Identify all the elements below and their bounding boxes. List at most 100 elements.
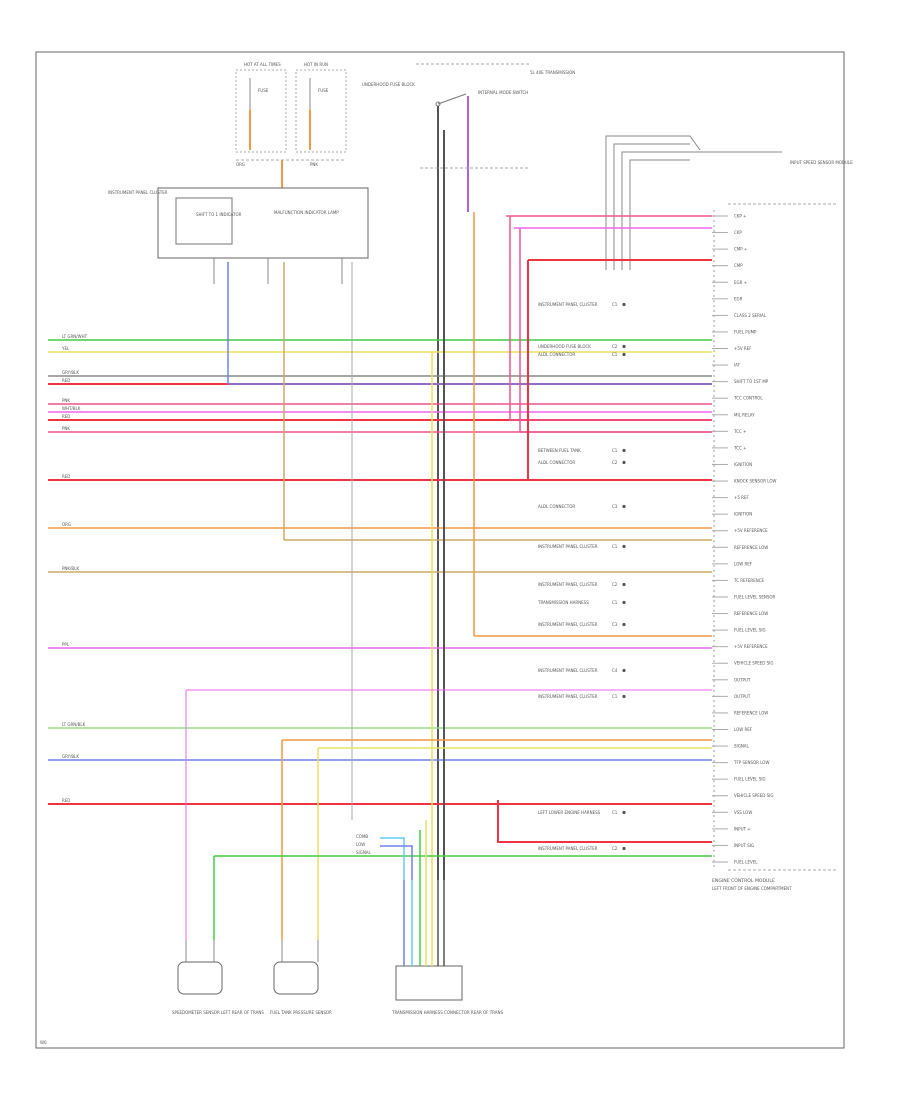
splice-pin: C2: [612, 344, 618, 349]
ecm-pin-label: OUTPUT: [734, 677, 751, 682]
connector-label-2: SIGNAL: [356, 850, 372, 855]
ecm-pin-label: FUEL LEVEL SENSOR: [734, 594, 776, 599]
splice-label: INSTRUMENT PANEL CLUSTER: [538, 544, 598, 549]
splice-dot: [622, 622, 626, 627]
figure-code: W0: [40, 1040, 47, 1045]
left-wire-label: PNK/BLK: [62, 566, 79, 571]
ecm-title: ENGINE CONTROL MODULE: [712, 878, 775, 884]
ecm-pin-label: EGR: [734, 296, 743, 301]
ecm-subtitle: LEFT FRONT OF ENGINE COMPARTMENT: [712, 886, 792, 891]
sensor-module-label: INPUT SPEED SENSOR MODULE: [790, 160, 853, 165]
ecm-pin-label: MIL RELAY: [734, 412, 755, 417]
splice-label: BETWEEN FUEL TANK: [538, 448, 581, 453]
splice-dot: [622, 600, 626, 605]
left-wire-label: PPL: [62, 642, 70, 647]
ecm-pin-label: VSS LOW: [734, 810, 752, 815]
left-wire-label: WHT/BLK: [62, 406, 81, 411]
splice-label: ALDL CONNECTOR: [538, 504, 575, 509]
ecm-pin-label: INPUT +: [734, 826, 751, 831]
splice-label: INSTRUMENT PANEL CLUSTER: [538, 668, 598, 673]
ecm-pin-label: KNOCK SENSOR LOW: [734, 479, 776, 484]
splice-label: UNDERHOOD FUSE BLOCK: [538, 344, 591, 349]
splice-label: LEFT LOWER ENGINE HARNESS: [538, 810, 601, 815]
ecm-pin-label: TC REFERENCE: [733, 578, 765, 583]
fuse-a-wire: ORG: [236, 162, 245, 167]
ecm-pin-label: FUEL PUMP: [734, 329, 757, 334]
ipc-indicator: SHIFT TO 1 INDICATOR: [196, 212, 242, 217]
splice-pin: C1: [612, 600, 618, 605]
splice-dot: [622, 504, 626, 509]
splice-dot: [622, 344, 626, 349]
splice-label: INSTRUMENT PANEL CLUSTER: [538, 302, 598, 307]
ecm-pin-label: LOW REF: [734, 727, 753, 732]
splice-label: INSTRUMENT PANEL CLUSTER: [538, 582, 598, 587]
transmission-switch: 5L 40E TRANSMISSION INTERNAL MODE SWITCH: [416, 63, 575, 880]
left-wire-label: PNK: [62, 398, 70, 403]
ecm-pin-label: TCC +: [733, 429, 746, 434]
splice-label: TRANSMISSION HARNESS: [537, 600, 589, 605]
fuse-b-label: FUSE: [318, 88, 329, 93]
ecm-pin-label: REFERENCE LOW: [734, 611, 768, 616]
left-wire-label: LT GRN/BLK: [62, 722, 86, 727]
ecm-pin-label: REFERENCE LOW: [734, 710, 768, 715]
splice-pin: C2: [612, 846, 618, 851]
fuse-b-wire: PNK: [310, 162, 318, 167]
splice-label: INSTRUMENT PANEL CLUSTER: [538, 694, 598, 699]
fuse-b-caption: HOT IN RUN: [304, 62, 328, 67]
splice-dot: [622, 694, 626, 699]
fuse-block-label: UNDERHOOD FUSE BLOCK: [362, 82, 415, 87]
splice-pin: C1: [612, 810, 618, 815]
left-wire-label: LT GRN/WHT: [62, 334, 88, 339]
left-wire-label: RED: [62, 474, 70, 479]
splice-dot: [622, 460, 626, 465]
splice-pin: C1: [612, 352, 618, 357]
ipc-label: INSTRUMENT PANEL CLUSTER: [108, 190, 168, 195]
left-wire-label: GRY/BLK: [62, 370, 79, 375]
left-wire-label: GRY/BLK: [62, 754, 79, 759]
vertical-wires: [185, 130, 712, 940]
ecm-pin-label: TFP SENSOR LOW: [733, 760, 769, 765]
splice-dot: [622, 846, 626, 851]
splice-pin: C1: [612, 694, 618, 699]
instrument-panel-cluster: INSTRUMENT PANEL CLUSTER SHIFT TO 1 INDI…: [108, 187, 369, 284]
ecm-pin-label: CMP: [734, 263, 743, 268]
ecm-pin-label: SHIFT TO 1ST MP: [734, 379, 769, 384]
splice-label: ALDL CONNECTOR: [538, 352, 575, 357]
fuse-a-caption: HOT AT ALL TIMES: [244, 62, 281, 67]
transmission-harness-connector: TRANSMISSION HARNESS CONNECTOR REAR OF T…: [356, 834, 504, 1015]
ecm-pin-label: CKP: [734, 230, 742, 235]
left-wires: LT GRN/WHTYELGRY/BLKREDPNKWHT/BLKREDPNKR…: [48, 334, 712, 805]
fuse-block: HOT AT ALL TIMES HOT IN RUN UNDERHOOD FU…: [235, 62, 415, 188]
connector-label-0: COMB: [356, 834, 368, 839]
splice-label: INSTRUMENT PANEL CLUSTER: [538, 846, 598, 851]
splice-dot: [622, 352, 626, 357]
splice-pin: C1: [612, 302, 618, 307]
ecm-pin-label: +5 REF: [734, 495, 749, 500]
ecm-pin-label: IGNITION: [734, 462, 752, 467]
ecm-connector: ENGINE CONTROL MODULE LEFT FRONT OF ENGI…: [712, 203, 836, 891]
ecm-pin-label: CKP +: [734, 214, 746, 219]
splice-dot: [622, 448, 626, 453]
fuel-tank-sensor: FUEL TANK PRESSURE SENSOR: [270, 940, 332, 1015]
ecm-pin-label: REFERENCE LOW: [734, 545, 768, 550]
ecm-pin-label: CMP +: [734, 247, 747, 252]
splice-pin: C2: [612, 460, 618, 465]
ecm-pin-label: FUEL LEVEL: [734, 860, 758, 865]
ecm-pin-label: IAT: [734, 363, 741, 368]
trans-harness-label: TRANSMISSION HARNESS CONNECTOR REAR OF T…: [391, 1010, 504, 1015]
splice-dot: [622, 544, 626, 549]
splice-pin: C4: [612, 668, 618, 673]
left-wire-label: ORG: [62, 522, 71, 527]
diagram-border: [35, 51, 845, 1049]
splice-pin: C1: [612, 448, 618, 453]
ecm-pin-label: FUEL LEVEL SIG: [734, 628, 766, 633]
ecm-pin-label: LOW REF: [734, 561, 753, 566]
ecm-pin-label: OUTPUT: [734, 694, 751, 699]
ecm-pin-label: INPUT SIG: [734, 843, 754, 848]
speedometer-label: SPEEDOMETER SENSOR LEFT REAR OF TRANS: [172, 1010, 264, 1015]
ecm-pin-label: IGNITION: [734, 512, 752, 517]
ecm-pin-label: FUEL LEVEL SIG: [734, 777, 766, 782]
